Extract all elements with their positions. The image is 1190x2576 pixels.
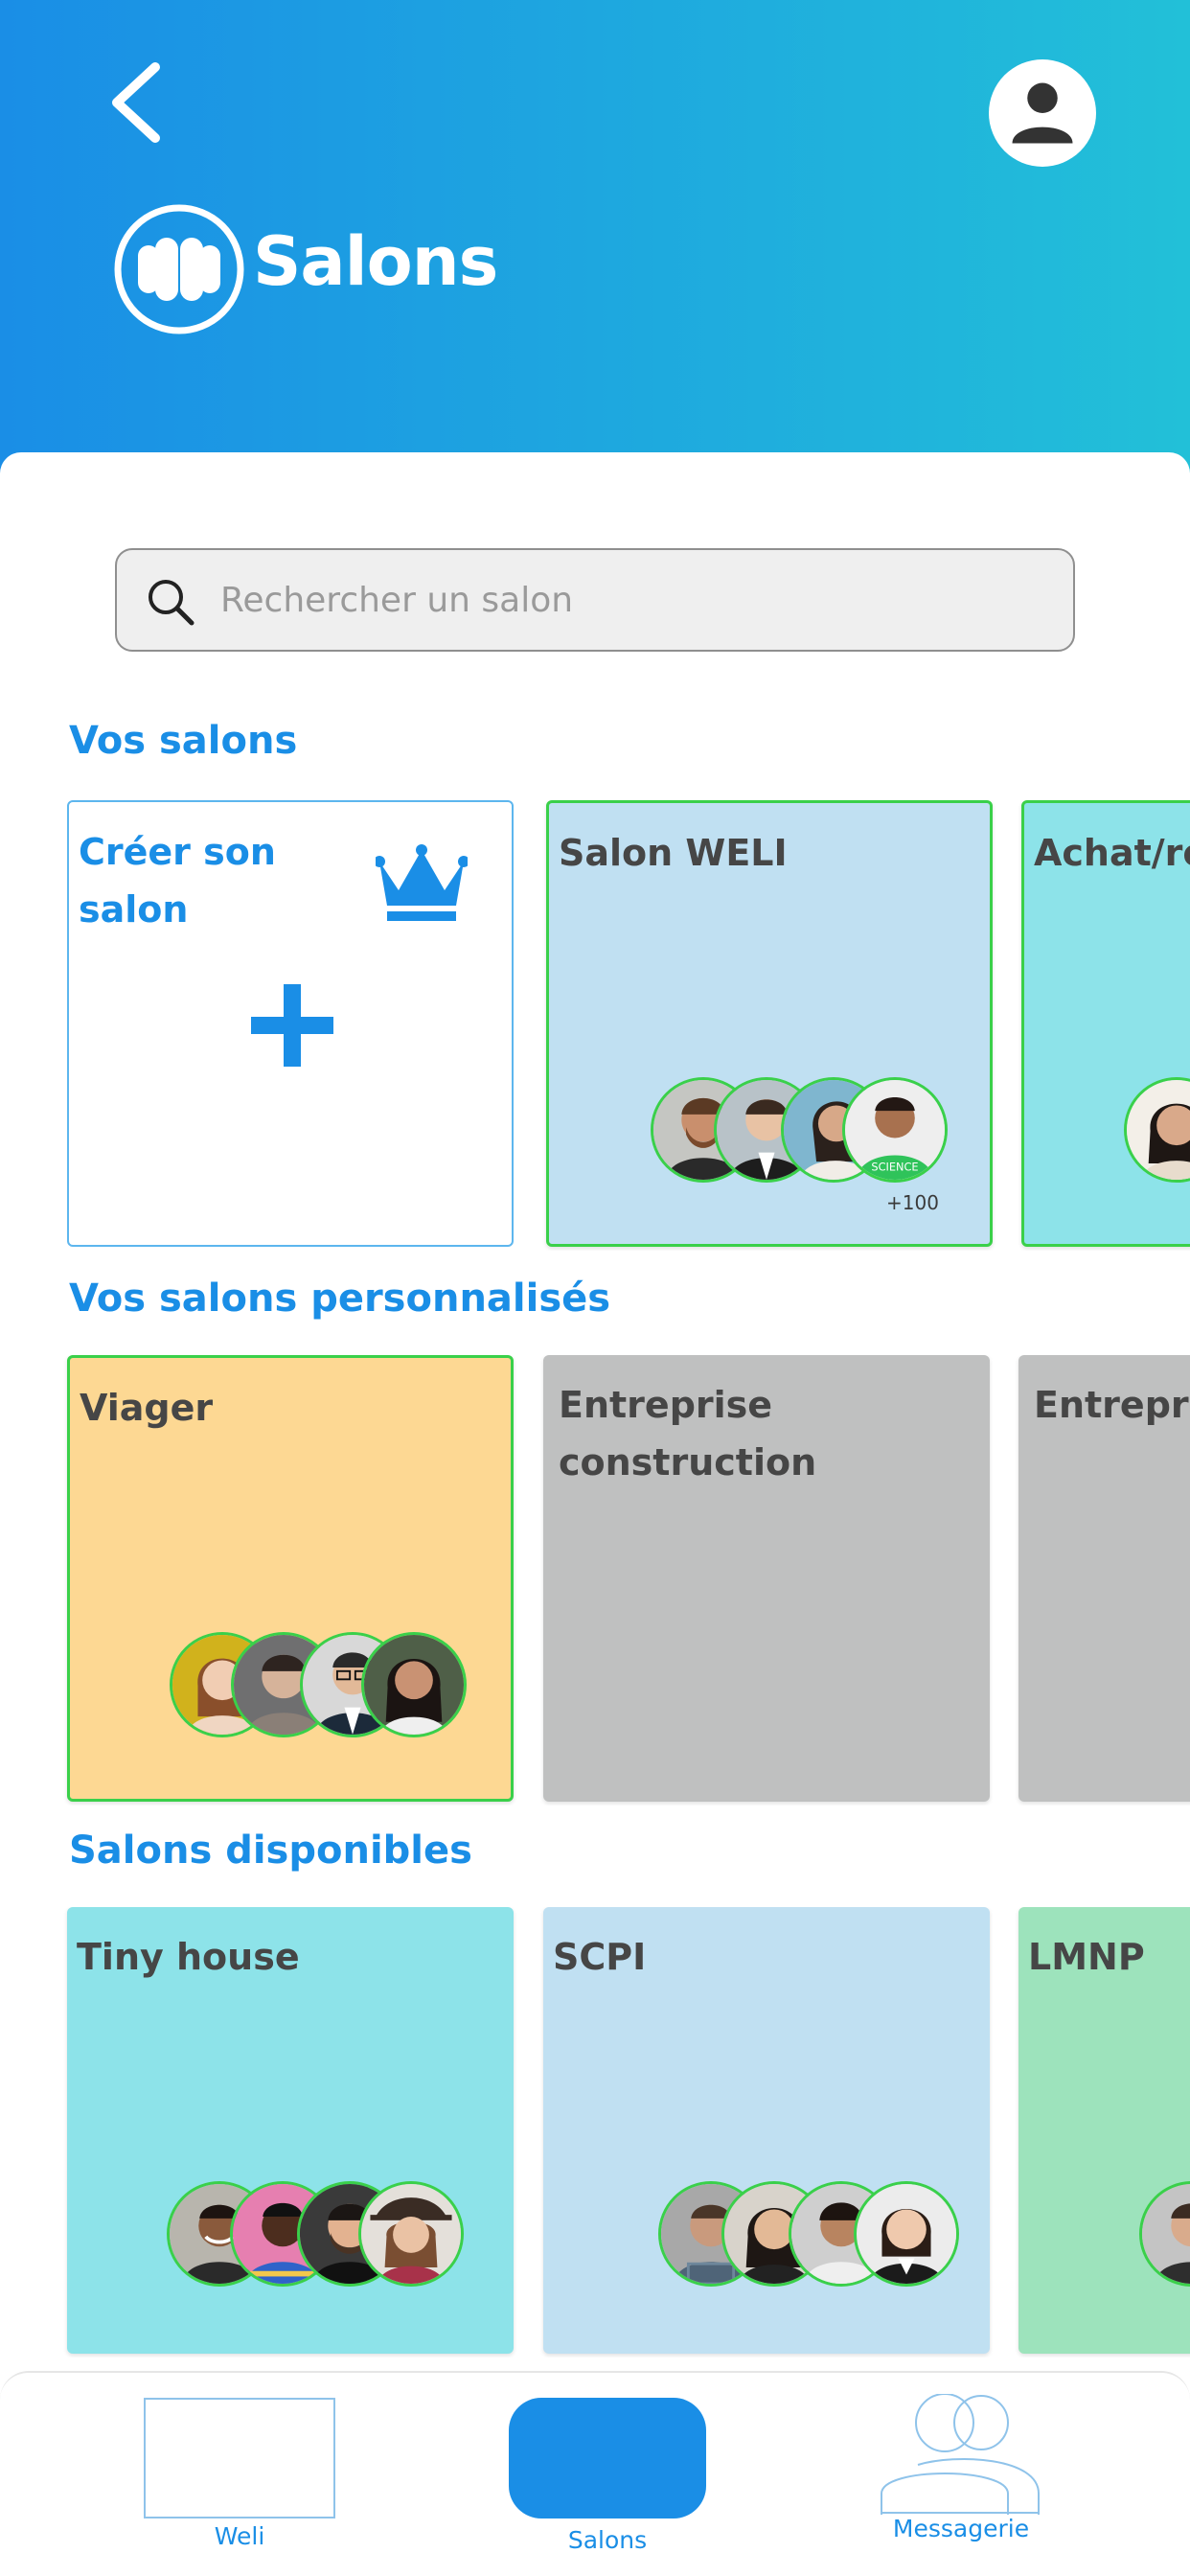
salon-card-entreprise-construction[interactable]: Entreprise construction (543, 1355, 990, 1802)
back-button[interactable] (107, 59, 165, 146)
search-icon (149, 580, 195, 626)
bottom-tab-bar: Weli Salons Messagerie (0, 2371, 1190, 2576)
member-avatars (170, 1632, 476, 1739)
salon-card-weli[interactable]: Salon WELI SCIENCE +100 (546, 800, 993, 1247)
mine-salons-row[interactable]: Créer son salon Salon WELI SCIE (0, 800, 1190, 1251)
salon-card-title: Salon WELI (559, 832, 788, 874)
search-bar[interactable] (115, 548, 1075, 652)
member-avatars (167, 2181, 473, 2288)
header: Salons (0, 0, 1190, 479)
custom-salons-row[interactable]: Viager Entreprise construction Entrepri (0, 1355, 1190, 1806)
salon-card-title: Entrepri (1034, 1384, 1190, 1426)
salon-card-title: Viager (80, 1387, 214, 1429)
salon-card-title: Tiny house (77, 1936, 300, 1978)
tab-messagerie-label: Messagerie (892, 2515, 1030, 2542)
member-avatar (1139, 2181, 1190, 2287)
salon-card-lmnp[interactable]: LMNP (1018, 1907, 1190, 2354)
salon-card-title: Entreprise construction (559, 1384, 817, 1484)
tab-weli-label: Weli (214, 2522, 265, 2550)
section-title-custom: Vos salons personnalisés (69, 1276, 611, 1321)
section-title-mine: Vos salons (69, 719, 298, 763)
salon-card-scpi[interactable]: SCPI (543, 1907, 990, 2354)
available-salons-row[interactable]: Tiny house SCPI (0, 1907, 1190, 2358)
crown-icon (376, 844, 468, 921)
member-avatar (361, 1632, 467, 1737)
salon-card-title: Achat/re (1034, 832, 1190, 874)
svg-text:SCIENCE: SCIENCE (871, 1161, 918, 1174)
tab-salons-label: Salons (567, 2526, 648, 2554)
search-input[interactable] (220, 550, 1044, 650)
salons-logo-icon (114, 204, 244, 334)
member-avatar: SCIENCE (842, 1077, 948, 1183)
tab-weli[interactable] (144, 2398, 335, 2518)
member-avatars (1139, 2181, 1190, 2288)
salon-card-tiny-house[interactable]: Tiny house (67, 1907, 514, 2354)
salon-card-entreprise[interactable]: Entrepri (1018, 1355, 1190, 1802)
page-title: Salons (253, 222, 498, 301)
people-icon (881, 2394, 1040, 2515)
member-avatar (358, 2181, 464, 2287)
salon-card-viager[interactable]: Viager (67, 1355, 514, 1802)
member-avatars (1124, 1077, 1190, 1184)
member-count: +100 (886, 1191, 939, 1214)
member-avatar (1124, 1077, 1190, 1183)
chevron-left-icon (112, 62, 160, 143)
salon-card-title: SCPI (553, 1936, 647, 1978)
plus-icon (251, 984, 333, 1067)
create-salon-card[interactable]: Créer son salon (67, 800, 514, 1247)
tab-salons[interactable] (509, 2398, 706, 2518)
section-title-available: Salons disponibles (69, 1828, 472, 1873)
create-salon-title: Créer son salon (79, 831, 276, 931)
profile-button[interactable] (989, 59, 1096, 167)
member-avatars (658, 2181, 965, 2288)
member-avatar (854, 2181, 959, 2287)
member-avatars: SCIENCE (651, 1077, 957, 1184)
salon-card-achat[interactable]: Achat/re (1021, 800, 1190, 1247)
tab-messagerie[interactable] (880, 2394, 1042, 2515)
user-icon (1012, 82, 1073, 144)
salon-card-title: LMNP (1028, 1936, 1145, 1978)
